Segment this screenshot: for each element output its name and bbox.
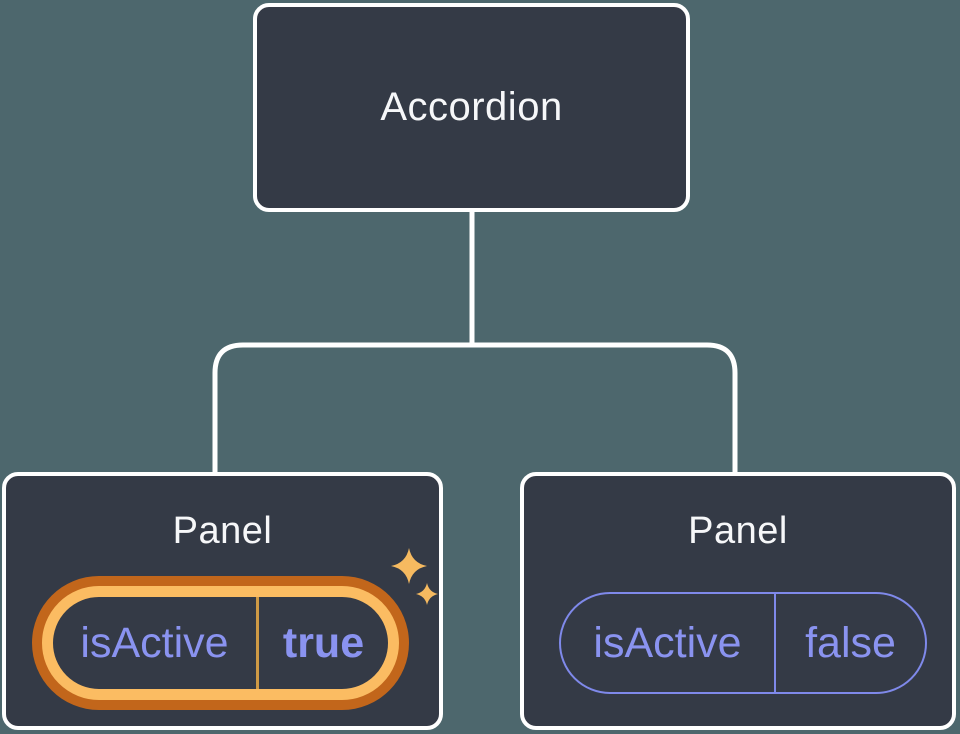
accordion-node: Accordion: [253, 3, 690, 212]
accordion-label: Accordion: [380, 85, 563, 129]
prop-pill-inactive: isActive false: [559, 592, 927, 694]
prop-pill-active: isActive true: [42, 586, 399, 700]
prop-value: true: [282, 618, 365, 667]
panel-label: Panel: [688, 510, 788, 552]
prop-name: isActive: [593, 618, 742, 667]
prop-value: false: [805, 618, 896, 667]
prop-divider: [256, 597, 259, 689]
prop-divider: [774, 594, 776, 692]
panel-node-inactive: Panel isActive false: [520, 472, 956, 730]
panel-label: Panel: [172, 510, 273, 552]
sparkle-icon: [391, 548, 438, 605]
branch-bracket-connector: [212, 342, 738, 474]
prop-name: isActive: [80, 618, 229, 667]
panel-node-active: Panel isActive true: [2, 472, 443, 730]
